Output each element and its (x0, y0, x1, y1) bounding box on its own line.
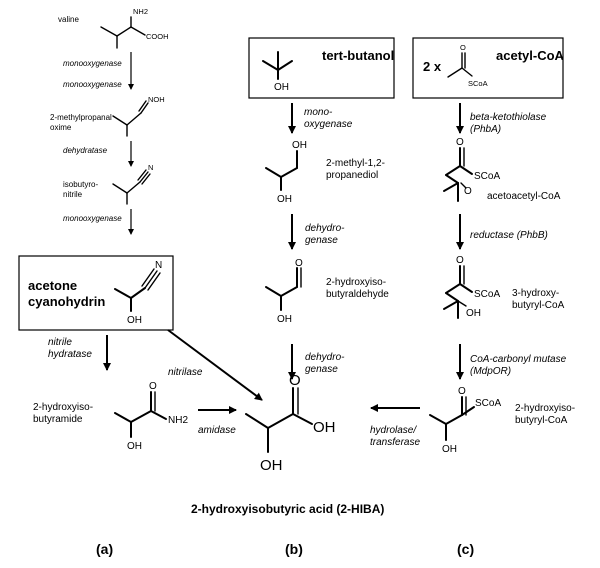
nitrile-n-label: N (148, 163, 153, 172)
enzyme-c3-label-line2: (MdpOR) (470, 366, 511, 377)
valine-label: valine (58, 15, 79, 24)
enzyme-b2-label-line2: genase (305, 235, 338, 246)
enzyme-c1-label-line2: (PhbA) (470, 124, 501, 135)
aldehyde-label-line2: butyraldehyde (326, 289, 389, 300)
hiba-o-label: O (289, 372, 301, 389)
acetone-cyanohydrin-n-label: N (155, 260, 162, 271)
tert-butanol-label: tert-butanol (322, 48, 394, 63)
enzyme-a2-label: monooxygenase (63, 80, 122, 89)
nitrile-label-line2: nitrile (63, 190, 83, 199)
oxime-noh-label: NOH (148, 95, 165, 104)
oxime-label-line2: oxime (50, 123, 72, 132)
hydroxybutyryl-coa-structure: O SCoA OH (443, 255, 500, 319)
hydroxyisobutyryl-coa-structure: O SCoA OH (429, 386, 501, 455)
amide-label-line1: 2-hydroxyiso- (33, 402, 93, 413)
hydroxybutyryl-coa-label-line2: butyryl-CoA (512, 300, 565, 311)
amide-structure: O NH2 OH (114, 381, 188, 452)
diol-label-line1: 2-methyl-1,2- (326, 158, 385, 169)
oxime-structure: NOH (112, 95, 165, 137)
enzyme-a4-label: monooxygenase (63, 214, 122, 223)
hiba-structure: O OH OH (245, 372, 336, 474)
acetoacetyl-coa-scoa-label: SCoA (474, 171, 500, 182)
diol-structure: OH OH (265, 140, 307, 205)
acetone-cyanohydrin-label-line1: acetone (28, 278, 77, 293)
arrow-nitrilase (167, 329, 263, 401)
panel-label-c: (c) (457, 541, 474, 557)
diol-oh-bottom-label: OH (277, 194, 292, 205)
tert-butanol-box (248, 37, 395, 99)
enzyme-b3-label-line2: genase (305, 364, 338, 375)
acetoacetyl-coa-o2-label: O (464, 186, 472, 197)
aldehyde-oh-label: OH (277, 314, 292, 325)
acetyl-coa-structure: O SCoA (447, 43, 488, 88)
acetone-cyanohydrin-label-line2: cyanohydrin (28, 294, 105, 309)
acetyl-coa-scoa-label: SCoA (468, 79, 488, 88)
enzyme-b1-label-line1: mono- (304, 107, 333, 118)
final-product-label: 2-hydroxyisobutyric acid (2-HIBA) (191, 502, 384, 516)
pathway-a: NH2 COOH valine monooxygenase monooxygen… (18, 7, 263, 452)
isobutyronitrile-structure: N (112, 163, 153, 205)
aldehyde-structure: O OH (265, 258, 303, 325)
aldehyde-o-label: O (295, 258, 303, 269)
enzyme-a3-label: dehydratase (63, 146, 108, 155)
panel-label-b: (b) (285, 541, 303, 557)
enzyme-a1-label: monooxygenase (63, 59, 122, 68)
hydroxyisobutyryl-coa-o-label: O (458, 386, 466, 397)
hydroxybutyryl-coa-o-label: O (456, 255, 464, 266)
valine-cooh-label: COOH (146, 32, 169, 41)
valine-nh2-label: NH2 (133, 7, 148, 16)
acetyl-coa-prefix: 2 x (423, 59, 442, 74)
valine-structure: NH2 COOH (100, 7, 169, 49)
acetyl-coa-label: acetyl-CoA (496, 48, 565, 63)
enzyme-c4-label-line2: transferase (370, 437, 420, 448)
tert-butanol-structure: OH (262, 51, 293, 93)
panel-label-a: (a) (96, 541, 113, 557)
tert-butanol-oh-label: OH (274, 82, 289, 93)
acetoacetyl-coa-structure: O SCoA O (443, 137, 500, 202)
pathway-c: 2 x O SCoA acetyl-CoA beta-ketothiolase … (370, 37, 575, 455)
diol-label-line2: propanediol (326, 170, 378, 181)
hiba-oh-right-label: OH (313, 419, 336, 436)
enzyme-c3-label-line1: CoA-carbonyl mutase (470, 354, 567, 365)
hydroxyisobutyryl-coa-oh-label: OH (442, 444, 457, 455)
enzyme-c2-label: reductase (PhbB) (470, 230, 548, 241)
enzyme-nitrilase-label: nitrilase (168, 367, 203, 378)
acetyl-coa-box (412, 37, 564, 99)
enzyme-amidase-label: amidase (198, 425, 236, 436)
pathway-b: OH tert-butanol mono- oxygenase OH OH 2-… (191, 37, 395, 516)
hiba-oh-bottom-label: OH (260, 457, 283, 474)
acetoacetyl-coa-o1-label: O (456, 137, 464, 148)
acetoacetyl-coa-label: acetoacetyl-CoA (487, 191, 561, 202)
acetone-cyanohydrin-structure: N OH (114, 260, 162, 326)
enzyme-c1-label-line1: beta-ketothiolase (470, 112, 547, 123)
hydroxybutyryl-coa-label-line1: 3-hydroxy- (512, 288, 559, 299)
amide-label-line2: butyramide (33, 414, 83, 425)
enzyme-a5-label-line1: nitrile (48, 337, 72, 348)
enzyme-b1-label-line2: oxygenase (304, 119, 353, 130)
amide-oh-label: OH (127, 441, 142, 452)
amide-nh2-label: NH2 (168, 415, 188, 426)
acetone-cyanohydrin-oh-label: OH (127, 315, 142, 326)
enzyme-b2-label-line1: dehydro- (305, 223, 345, 234)
hydroxyisobutyryl-coa-scoa-label: SCoA (475, 398, 501, 409)
amide-o-label: O (149, 381, 157, 392)
enzyme-a5-label-line2: hydratase (48, 349, 92, 360)
hydroxybutyryl-coa-scoa-label: SCoA (474, 289, 500, 300)
hydroxyisobutyryl-coa-label-line1: 2-hydroxyiso- (515, 403, 575, 414)
oxime-label-line1: 2-methylpropanal (50, 113, 112, 122)
hydroxyisobutyryl-coa-label-line2: butyryl-CoA (515, 415, 568, 426)
enzyme-c4-label-line1: hydrolase/ (370, 425, 417, 436)
nitrile-label-line1: isobutyro- (63, 180, 98, 189)
acetone-cyanohydrin-box (18, 255, 174, 331)
aldehyde-label-line1: 2-hydroxyiso- (326, 277, 386, 288)
hydroxybutyryl-coa-oh-label: OH (466, 308, 481, 319)
acetyl-coa-o-label: O (460, 43, 466, 52)
enzyme-b3-label-line1: dehydro- (305, 352, 345, 363)
diol-oh-top-label: OH (292, 140, 307, 151)
